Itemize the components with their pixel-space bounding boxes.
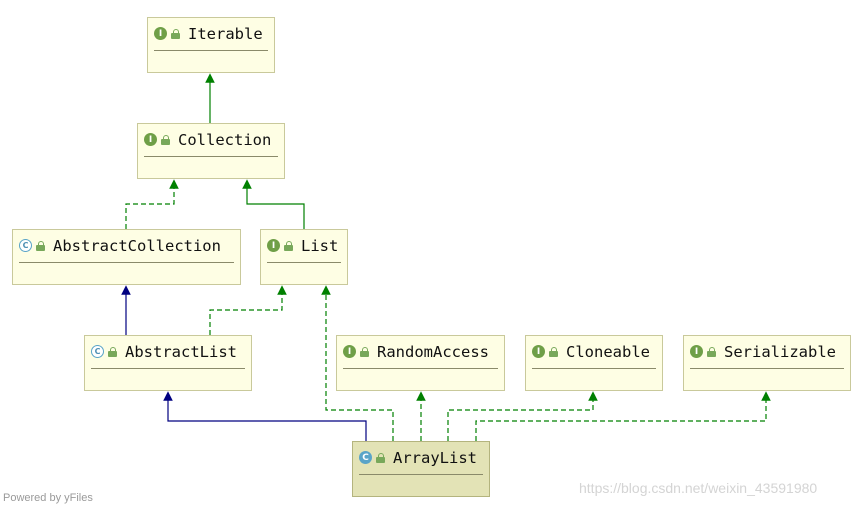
node-cloneable[interactable]: I Cloneable (525, 335, 663, 391)
lock-icon (108, 346, 117, 357)
node-label: Iterable (188, 24, 263, 43)
interface-icon: I (532, 345, 545, 358)
node-collection[interactable]: I Collection (137, 123, 285, 179)
powered-by-label: Powered by yFiles (3, 492, 93, 504)
divider (267, 262, 341, 263)
edge-abstractlist-list (209, 285, 287, 335)
node-list[interactable]: I List (260, 229, 348, 285)
node-iterable[interactable]: I Iterable (147, 17, 275, 73)
divider (144, 156, 278, 157)
edge-arraylist-list (321, 285, 394, 441)
lock-icon (707, 346, 716, 357)
node-label: Cloneable (566, 342, 650, 361)
node-label: AbstractCollection (53, 236, 221, 255)
interface-icon: I (154, 27, 167, 40)
node-label: RandomAccess (377, 342, 489, 361)
interface-icon: I (690, 345, 703, 358)
divider (532, 368, 656, 369)
node-arraylist[interactable]: C ArrayList (352, 441, 490, 497)
node-label: ArrayList (393, 448, 477, 467)
divider (343, 368, 498, 369)
edge-arraylist-abstractlist (163, 391, 367, 441)
node-label: Collection (178, 130, 272, 149)
edge-arraylist-cloneable (447, 391, 598, 441)
lock-icon (171, 28, 180, 39)
divider (19, 262, 234, 263)
watermark: https://blog.csdn.net/weixin_43591980 (579, 480, 818, 496)
interface-icon: I (144, 133, 157, 146)
abstract-class-icon: C (91, 345, 104, 358)
node-serializable[interactable]: I Serializable (683, 335, 851, 391)
interface-icon: I (343, 345, 356, 358)
lock-icon (549, 346, 558, 357)
interface-icon: I (267, 239, 280, 252)
divider (359, 474, 483, 475)
lock-icon (161, 134, 170, 145)
lock-icon (284, 240, 293, 251)
lock-icon (360, 346, 369, 357)
class-icon: C (359, 451, 372, 464)
edge-arraylist-serializable (475, 391, 771, 441)
node-label: Serializable (724, 342, 836, 361)
node-label: AbstractList (125, 342, 237, 361)
node-abstractcollection[interactable]: C AbstractCollection (12, 229, 241, 285)
edge-list-collection (242, 179, 305, 229)
divider (690, 368, 844, 369)
lock-icon (36, 240, 45, 251)
divider (91, 368, 245, 369)
edge-abstractcollection-collection (125, 179, 179, 229)
abstract-class-icon: C (19, 239, 32, 252)
node-abstractlist[interactable]: C AbstractList (84, 335, 252, 391)
divider (154, 50, 268, 51)
node-label: List (301, 236, 339, 255)
lock-icon (376, 452, 385, 463)
node-randomaccess[interactable]: I RandomAccess (336, 335, 505, 391)
